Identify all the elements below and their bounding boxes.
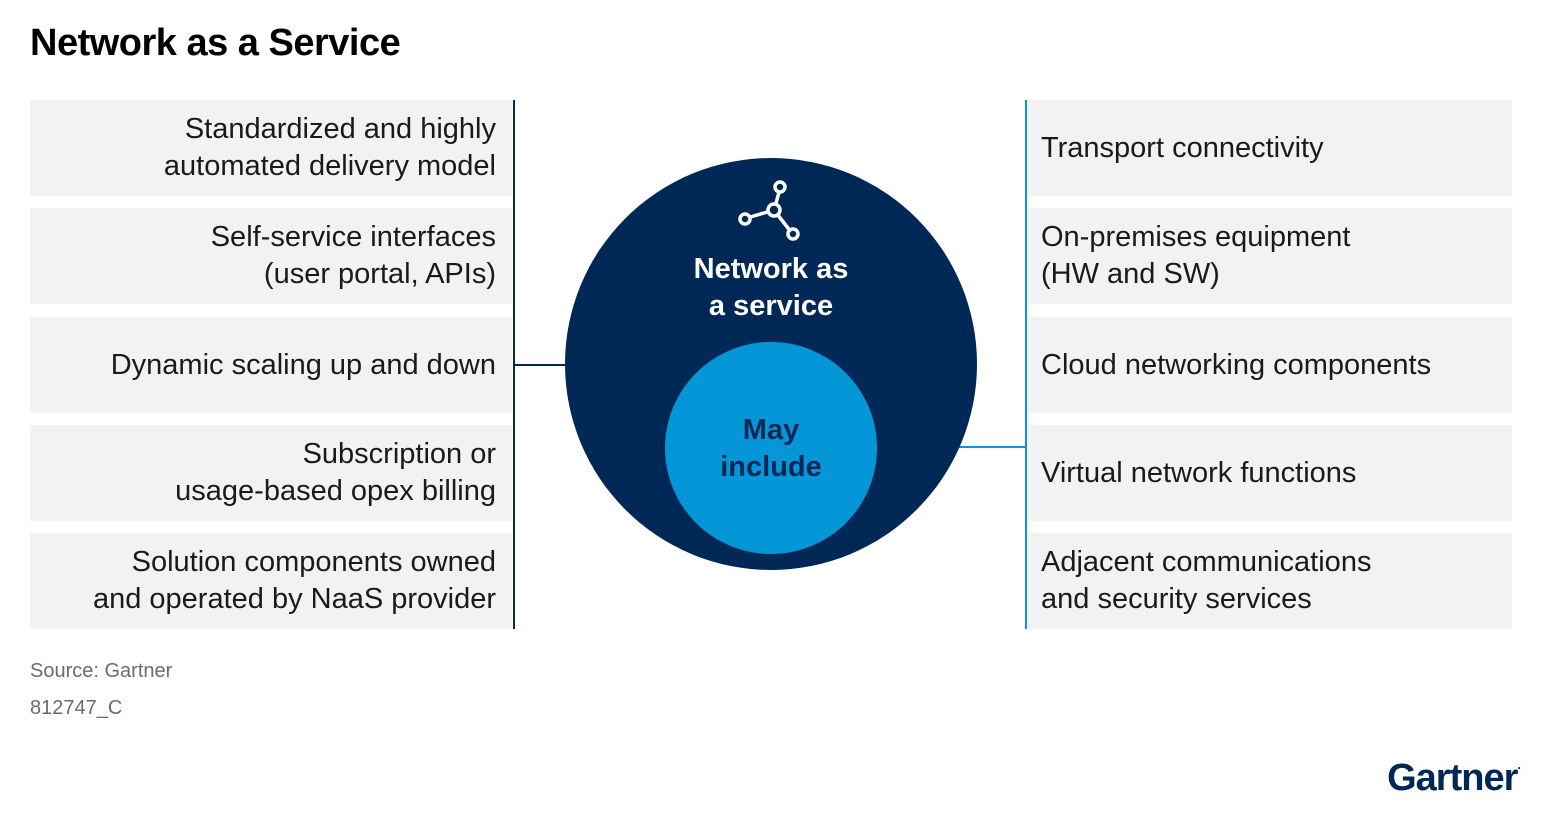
right-item-label: Adjacent communications and security ser… bbox=[1041, 546, 1372, 615]
may-include-label: May include bbox=[720, 414, 822, 483]
right-item-label: Cloud networking components bbox=[1041, 348, 1432, 381]
source-note: Source: Gartner bbox=[30, 660, 173, 682]
left-item-self-service: Self-service interfaces (user portal, AP… bbox=[30, 208, 512, 304]
left-connector-line bbox=[513, 364, 573, 366]
naas-circle-label: Network as a service bbox=[693, 253, 849, 322]
right-item-on-premises: On-premises equipment (HW and SW) bbox=[1028, 208, 1512, 304]
right-item-transport: Transport connectivity bbox=[1028, 100, 1512, 196]
logo-mark: . bbox=[1517, 757, 1521, 772]
page-title: Network as a Service bbox=[30, 22, 401, 64]
left-item-label: Standardized and highly automated delive… bbox=[163, 113, 496, 182]
left-item-dynamic-scaling: Dynamic scaling up and down bbox=[30, 317, 512, 413]
logo-text: Gartner bbox=[1387, 757, 1518, 799]
left-item-ownership: Solution components owned and operated b… bbox=[30, 533, 512, 629]
right-item-vnf: Virtual network functions bbox=[1028, 425, 1512, 521]
right-bracket-line bbox=[1025, 100, 1027, 629]
network-nodes-icon bbox=[738, 180, 800, 241]
right-item-label: Transport connectivity bbox=[1041, 131, 1324, 164]
may-include-circle bbox=[665, 342, 877, 554]
figure-id: 812747_C bbox=[30, 697, 123, 719]
right-item-label: On-premises equipment (HW and SW) bbox=[1041, 221, 1351, 290]
left-item-label: Self-service interfaces (user portal, AP… bbox=[210, 221, 496, 290]
gartner-logo: Gartner. bbox=[1387, 757, 1521, 800]
right-item-label: Virtual network functions bbox=[1041, 456, 1357, 489]
left-item-delivery-model: Standardized and highly automated delive… bbox=[30, 100, 512, 196]
right-item-adjacent: Adjacent communications and security ser… bbox=[1028, 533, 1512, 629]
left-item-billing: Subscription or usage-based opex billing bbox=[30, 425, 512, 521]
left-item-label: Dynamic scaling up and down bbox=[110, 348, 496, 381]
right-item-cloud: Cloud networking components bbox=[1028, 317, 1512, 413]
left-item-label: Solution components owned and operated b… bbox=[92, 546, 496, 615]
left-item-label: Subscription or usage-based opex billing bbox=[175, 438, 496, 507]
